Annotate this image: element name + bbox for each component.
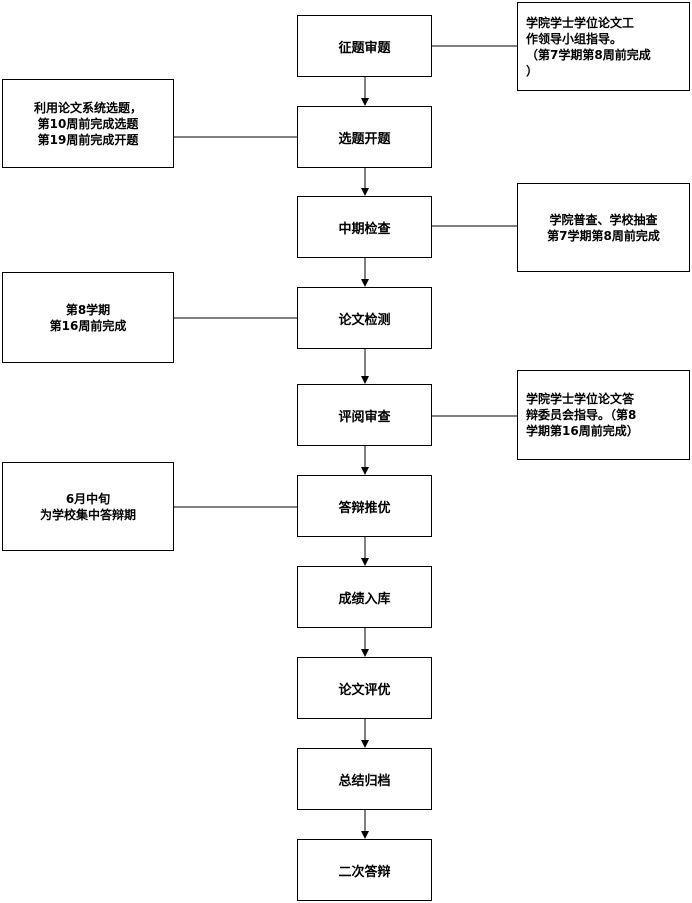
note-xuanti-schedule: 利用论文系统选题， 第10周前完成选题 第19周前完成开题 bbox=[2, 79, 174, 168]
step-lunwen-jiance: 论文检测 bbox=[297, 287, 432, 349]
note-connectors bbox=[174, 45, 517, 508]
step-zhengti-shenti: 征题审题 bbox=[297, 15, 432, 77]
step-zongjie-guidang: 总结归档 bbox=[297, 748, 432, 810]
note-pingyue-guidance: 学院学士学位论文答 辩委员会指导。（第8 学期第16周前完成） bbox=[517, 370, 690, 460]
step-lunwen-pingyou: 论文评优 bbox=[297, 657, 432, 719]
step-pingyue-shencha: 评阅审查 bbox=[297, 384, 432, 446]
step-dabian-tuiyou: 答辩推优 bbox=[297, 475, 432, 537]
note-jiance-schedule: 第8学期 第16周前完成 bbox=[2, 272, 174, 363]
step-chengji-ruku: 成绩入库 bbox=[297, 566, 432, 628]
step-erci-dabian: 二次答辩 bbox=[297, 839, 432, 901]
note-zhongqi-schedule: 学院普查、学校抽查 第7学期第8周前完成 bbox=[517, 183, 690, 272]
step-zhongqi-jiancha: 中期检查 bbox=[297, 196, 432, 258]
note-dabian-period: 6月中旬 为学校集中答辩期 bbox=[2, 462, 174, 551]
note-zhengti-guidance: 学院学士学位论文工 作领导小组指导。 （第7学期第8周前完成 ） bbox=[517, 2, 690, 91]
step-xuanti-kaiti: 选题开题 bbox=[297, 106, 432, 168]
